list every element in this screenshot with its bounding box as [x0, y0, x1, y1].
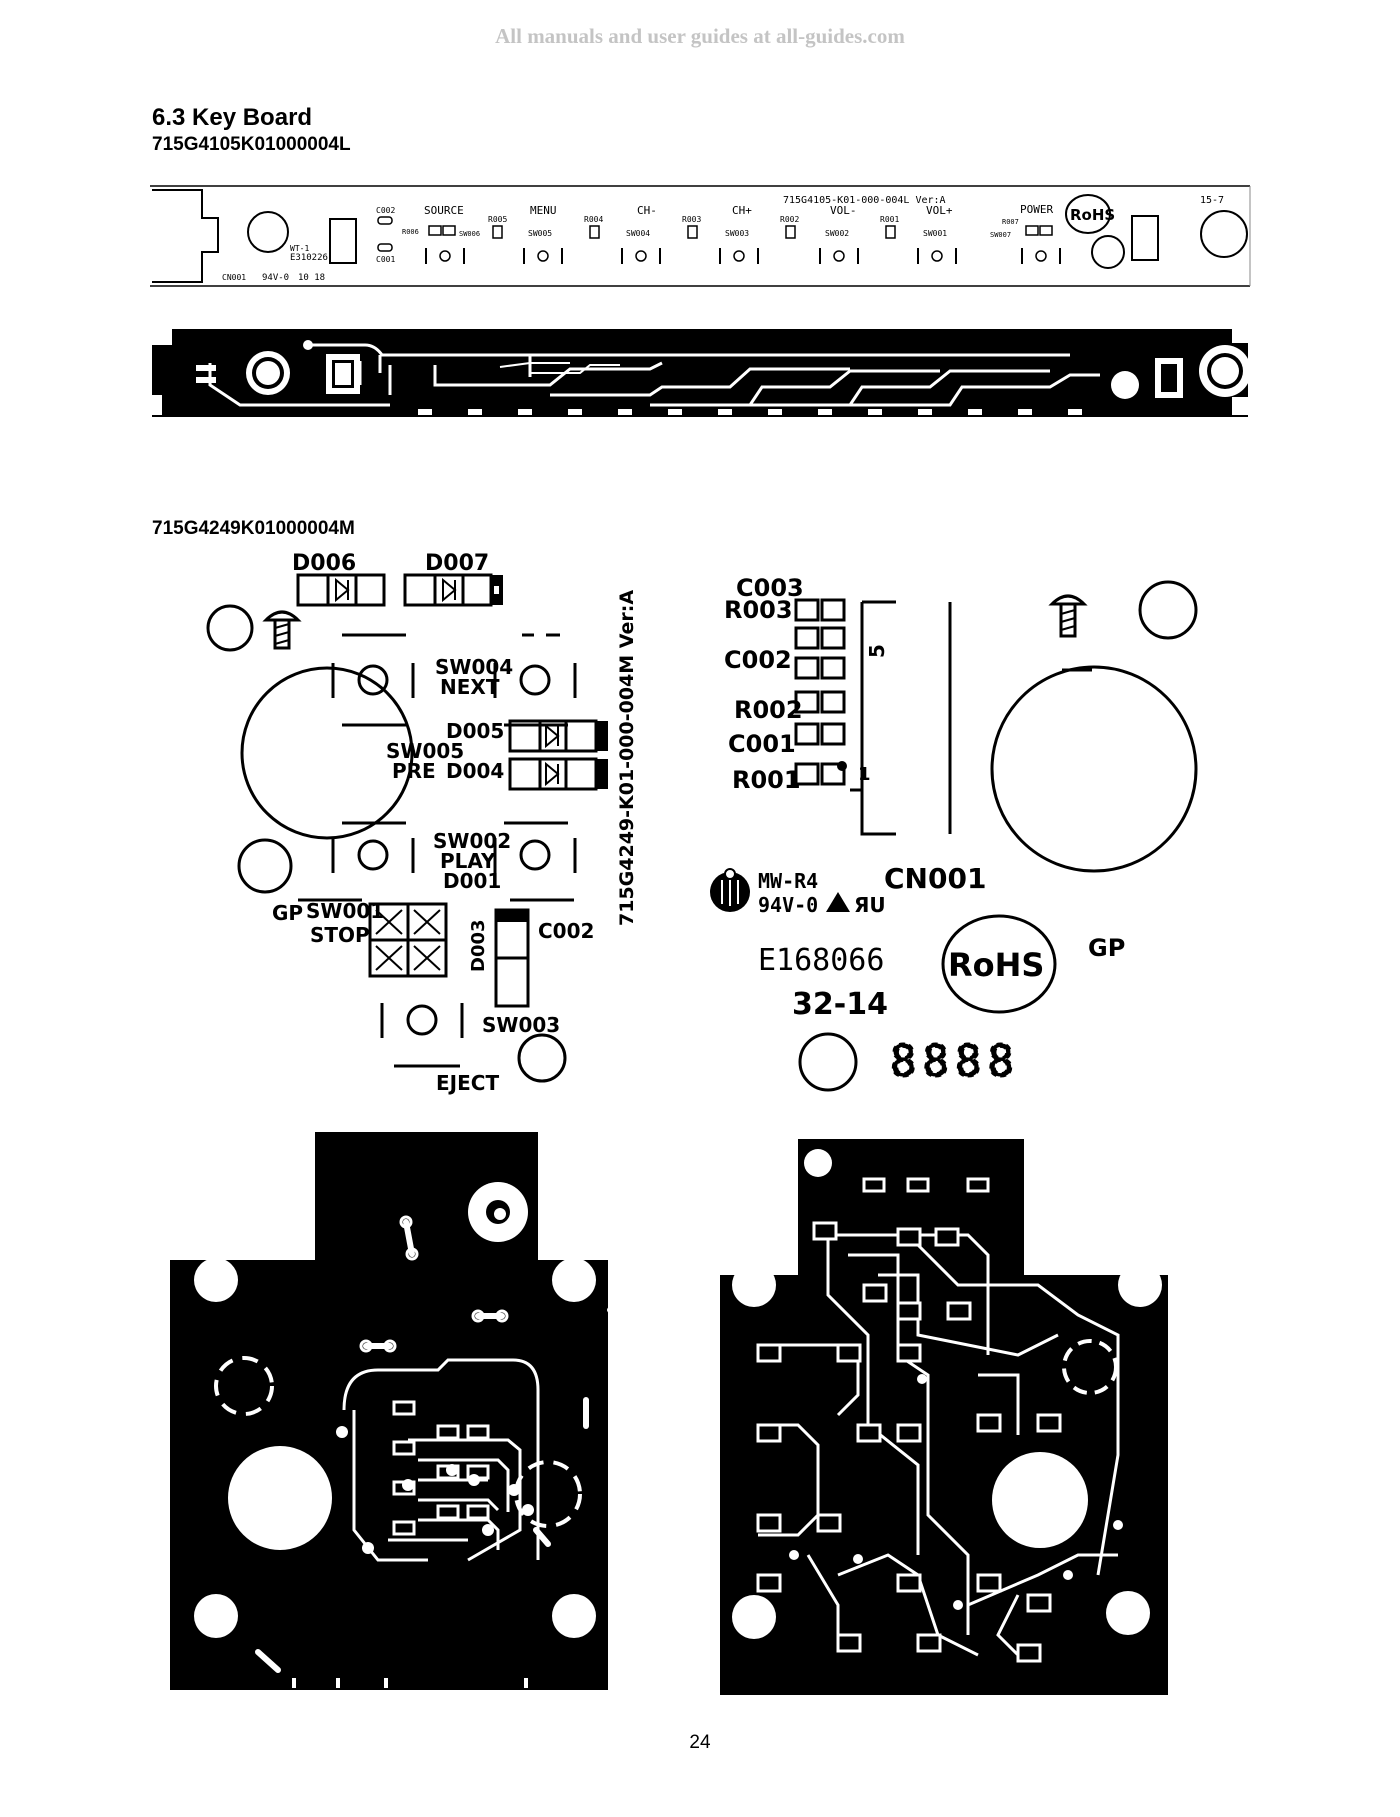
b2-sw004: SW004	[435, 655, 513, 679]
b2-pin1: 1	[858, 764, 871, 785]
board2-part-number: 715G4249K01000004M	[152, 518, 355, 539]
section-title: 6.3 Key Board	[152, 104, 313, 131]
board1-silkscreen: C002 C001 CN001 94V-0 10 18 E310226 WT-1…	[150, 185, 1251, 287]
ul-recognized-icon	[710, 868, 750, 912]
b1-fr-rating: 94V-0	[262, 273, 289, 283]
svg-text:R006: R006	[402, 228, 419, 236]
svg-text:R002: R002	[780, 215, 799, 224]
b2-eject: EJECT	[436, 1071, 499, 1095]
b2-d004: D004	[446, 759, 504, 783]
b2-play: PLAY	[440, 849, 496, 873]
svg-text:R005: R005	[488, 215, 507, 224]
b2-sw005: SW005	[386, 739, 464, 763]
b2-rohs: RoHS	[948, 946, 1044, 984]
b2-pre: PRE	[392, 759, 436, 783]
b2-pin5: 5	[865, 644, 889, 658]
svg-text:SW002: SW002	[825, 229, 849, 238]
svg-text:SW004: SW004	[626, 229, 650, 238]
svg-text:SOURCE: SOURCE	[424, 204, 464, 217]
b2-sw003: SW003	[482, 1013, 560, 1037]
svg-text:SW005: SW005	[528, 229, 552, 238]
b2-stop: STOP	[310, 923, 370, 947]
b2-c001: C001	[728, 730, 796, 758]
b1-key-power: POWER R007 SW007	[990, 203, 1061, 264]
board1-copper	[150, 325, 1251, 421]
b1-key-menu: R005 MENU SW005	[488, 204, 563, 264]
b1-date-code: 10 18	[298, 273, 325, 283]
b2-d001: D001	[443, 869, 501, 893]
b1-key-vol-minus: R002 VOL- SW002	[780, 204, 859, 264]
board2-silkscreen-right: C003 R003 C002 R002 C001 R001 5 1 MW-R4 …	[710, 574, 1198, 1092]
b1-c002: C002	[376, 206, 395, 215]
b1-key-ch-minus: R004 CH- SW004	[584, 204, 661, 264]
b2-r001: R001	[732, 766, 801, 794]
b2-pcb-text: 715G4249-K01-000-004M Ver:A	[616, 590, 638, 926]
b1-c001: C001	[376, 255, 395, 264]
b1-corner-code: 15-7	[1200, 195, 1224, 206]
board1-part-number: 715G4105K01000004L	[152, 134, 351, 155]
board2-copper-left	[170, 1132, 613, 1690]
svg-text:R001: R001	[880, 215, 899, 224]
b2-date-code: 32-14	[792, 987, 888, 1022]
svg-text:R007: R007	[1002, 218, 1019, 226]
svg-text:POWER: POWER	[1020, 203, 1053, 216]
svg-text:SW003: SW003	[725, 229, 749, 238]
board2-silkscreen-left: D006 D007 SW004 NEXT SW005 PRE D005 D004…	[206, 551, 638, 1095]
screw-icon	[1048, 594, 1088, 638]
b2-d005: D005	[446, 719, 504, 743]
b1-pcb-text: 715G4105-K01-000-004L Ver:A	[783, 195, 946, 206]
page-number: 24	[689, 1732, 711, 1753]
svg-text:MENU: MENU	[530, 204, 557, 217]
b2-d003: D003	[468, 919, 489, 972]
b1-cn001: CN001	[222, 273, 246, 282]
b2-c002-left: C002	[538, 919, 594, 943]
b1-key-ch-plus: R003 CH+ SW003	[682, 204, 759, 264]
svg-text:SW007: SW007	[990, 231, 1011, 239]
b1-ul-mark: WT-1	[290, 244, 309, 253]
b2-r002: R002	[734, 696, 803, 724]
b2-sw002: SW002	[433, 829, 511, 853]
board2-copper-right	[720, 1139, 1168, 1695]
b2-display: 8888	[890, 1036, 1020, 1087]
watermark: All manuals and user guides at all-guide…	[495, 24, 905, 48]
b2-next: NEXT	[440, 675, 500, 699]
b2-gp-right: GP	[1088, 934, 1125, 962]
b2-r003: R003	[724, 596, 793, 624]
svg-text:VOL+: VOL+	[926, 204, 953, 217]
svg-text:R004: R004	[584, 215, 603, 224]
b1-rohs: RoHS	[1070, 206, 1115, 224]
svg-text:SW001: SW001	[923, 229, 947, 238]
b1-key-source: SOURCE R006 SW006	[402, 204, 480, 264]
svg-text:R003: R003	[682, 215, 701, 224]
svg-text:CH+: CH+	[732, 204, 752, 217]
b2-c003: C003	[736, 574, 804, 602]
b2-cn001: CN001	[884, 862, 986, 895]
b2-gp-left: GP	[272, 901, 303, 925]
ul-mark-icon: ЯU	[854, 893, 886, 917]
warning-triangle-icon	[826, 892, 850, 912]
b2-c002-right: C002	[724, 646, 792, 674]
b2-mfr-code: MW-R4	[758, 869, 818, 893]
b2-fr-rating: 94V-0	[758, 893, 818, 917]
screw-icon	[262, 610, 302, 650]
b2-ul-code: E168066	[758, 943, 884, 978]
svg-text:CH-: CH-	[637, 204, 657, 217]
b2-d007: D007	[425, 551, 489, 576]
b1-key-vol-plus: R001 VOL+ SW001	[880, 204, 957, 264]
b1-ul-code: E310226	[290, 253, 328, 263]
b2-d006: D006	[292, 551, 356, 576]
svg-text:VOL-: VOL-	[830, 204, 857, 217]
svg-text:SW006: SW006	[459, 230, 480, 238]
